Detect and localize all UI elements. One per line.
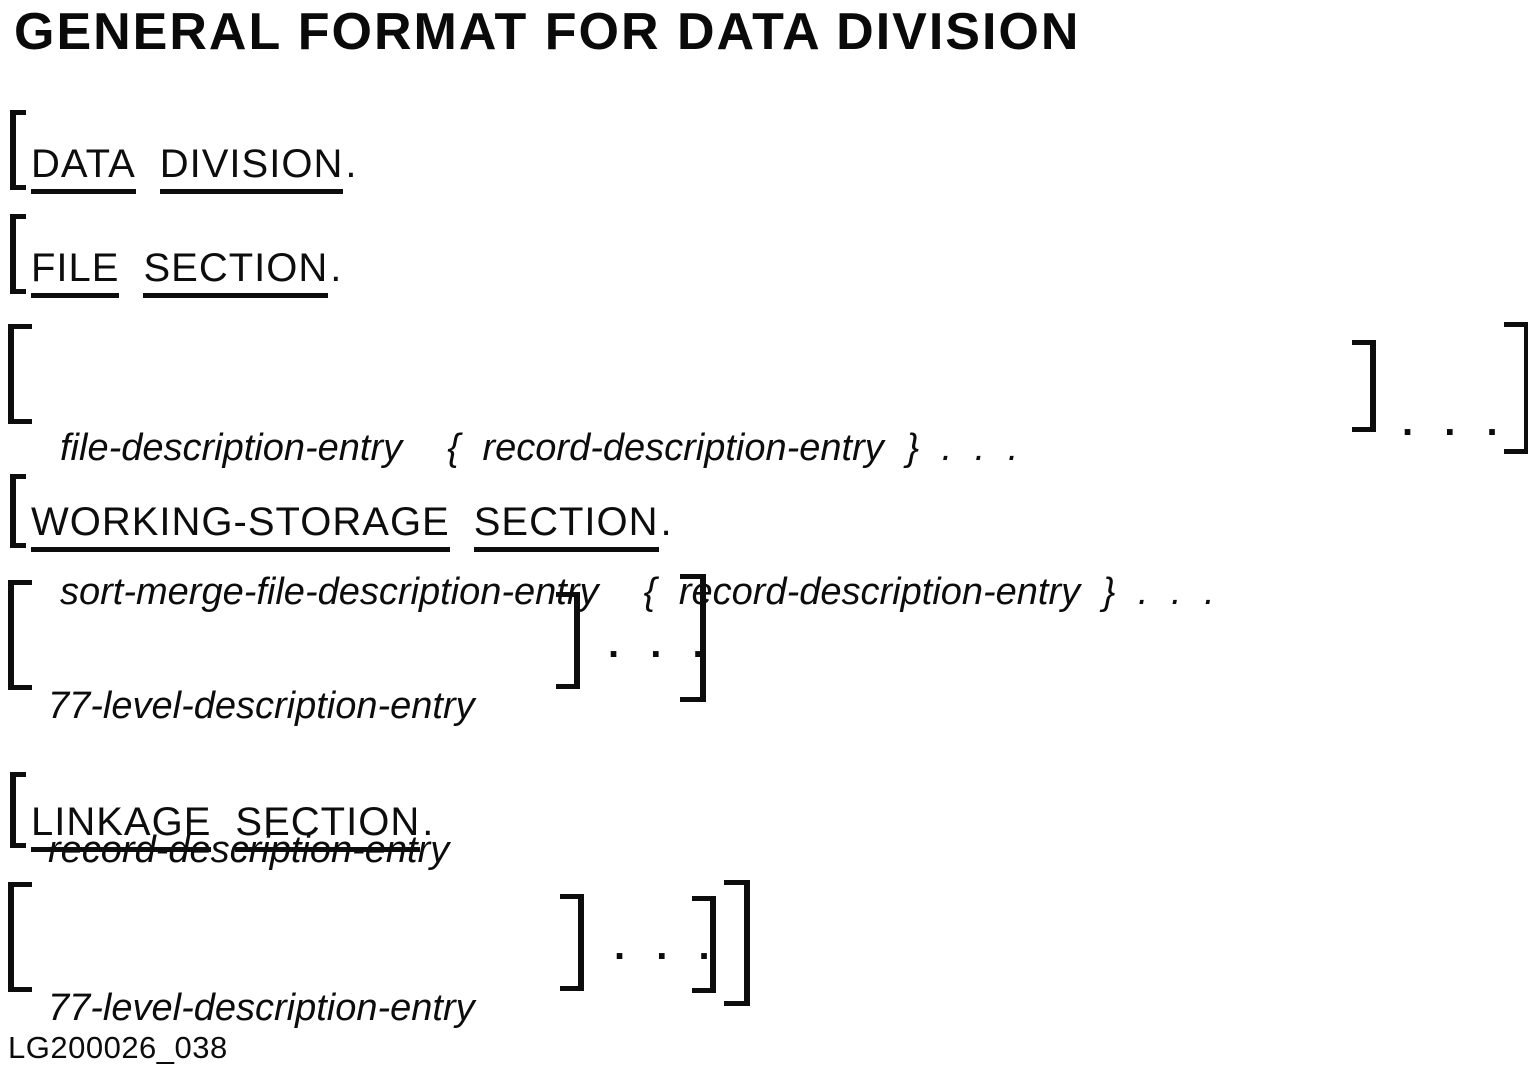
section-header-file-section: FILE SECTION.: [10, 214, 343, 298]
section-header-data-division: DATA DIVISION.: [10, 110, 358, 194]
section-header-linkage-section: LINKAGE SECTION.: [10, 772, 435, 852]
period: .: [660, 500, 673, 544]
syntax-line: 77-level-description-entry: [48, 987, 475, 1029]
keyword-linkage: LINKAGE: [31, 800, 212, 852]
syntax-line: sort-merge-file-description-entry { reco…: [60, 571, 1215, 613]
section-header-text: FILE SECTION.: [31, 246, 343, 298]
syntax-line: file-description-entry { record-descript…: [60, 427, 1019, 469]
left-bracket-icon: [10, 110, 26, 190]
left-bracket-icon: [8, 882, 32, 992]
syntax-line: 77-level-description-entry: [48, 685, 475, 727]
left-bracket-icon: [8, 580, 32, 690]
left-bracket-icon: [10, 772, 26, 848]
period: .: [330, 246, 343, 290]
period: .: [422, 800, 435, 844]
working-storage-syntax-block: 77-level-description-entry record-descri…: [8, 572, 1528, 871]
linkage-syntax-block: 77-level-description-entry record-descri…: [8, 872, 1528, 1029]
right-bracket-icon: [556, 592, 580, 689]
keyword-section: SECTION: [143, 246, 329, 298]
right-bracket-icon: [692, 896, 716, 993]
section-header-working-storage: WORKING-STORAGE SECTION.: [10, 474, 673, 552]
keyword-working-storage: WORKING-STORAGE: [31, 500, 450, 552]
section-header-text: LINKAGE SECTION.: [31, 800, 435, 852]
keyword-section: SECTION: [235, 800, 421, 852]
left-bracket-icon: [8, 324, 32, 424]
section-header-text: WORKING-STORAGE SECTION.: [31, 500, 673, 552]
keyword-section: SECTION: [473, 500, 659, 552]
ellipsis: . . .: [614, 924, 710, 968]
syntax-lines: 77-level-description-entry record-descri…: [48, 888, 475, 1065]
figure-id: LG200026_038: [8, 1030, 228, 1065]
keyword-division: DIVISION: [159, 142, 344, 194]
right-bracket-icon: [680, 574, 706, 702]
right-bracket-icon: [1352, 340, 1376, 432]
period: .: [345, 142, 358, 186]
section-header-text: DATA DIVISION.: [31, 142, 358, 194]
left-bracket-icon: [10, 474, 26, 548]
keyword-file: FILE: [31, 246, 120, 298]
syntax-lines: file-description-entry { record-descript…: [60, 328, 1215, 712]
right-bracket-icon: [724, 880, 750, 1006]
keyword-data: DATA: [31, 142, 136, 194]
right-bracket-icon: [1504, 322, 1528, 454]
page-title: GENERAL FORMAT FOR DATA DIVISION: [14, 3, 1081, 61]
left-bracket-icon: [10, 214, 26, 294]
right-bracket-icon: [560, 894, 584, 991]
ellipsis: . . .: [608, 622, 704, 666]
ellipsis: . . . .: [1402, 400, 1528, 444]
syntax-lines: 77-level-description-entry record-descri…: [48, 586, 475, 970]
syntax-line: record-description-entry: [48, 829, 450, 871]
file-section-syntax-block: file-description-entry { record-descript…: [8, 318, 1528, 613]
